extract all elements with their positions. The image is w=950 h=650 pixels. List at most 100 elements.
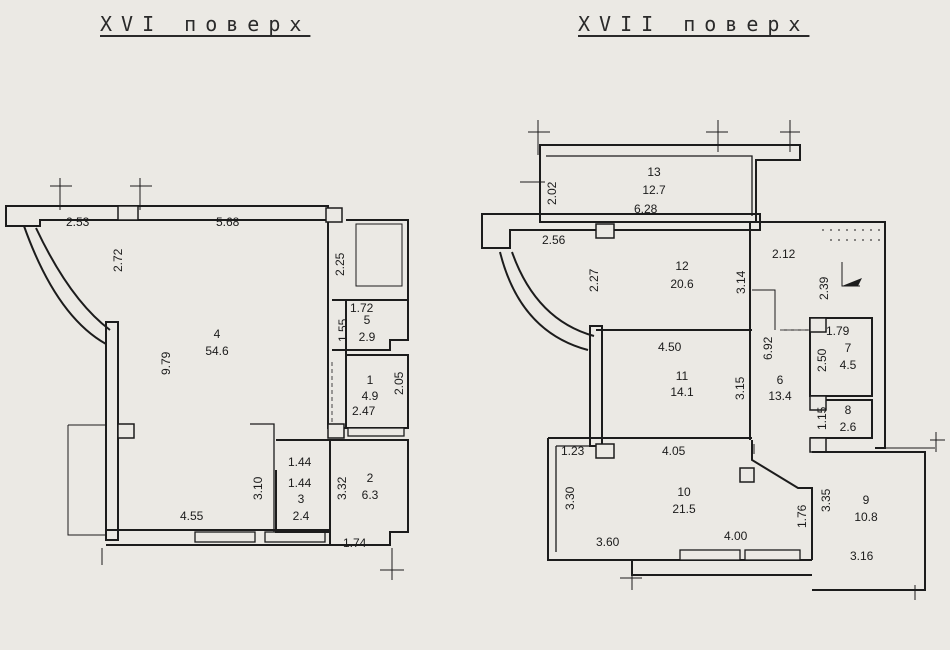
column	[117, 423, 135, 439]
dimension: 2.72	[111, 248, 125, 272]
dimension: 3.35	[819, 488, 833, 512]
dimension: 1.44	[288, 476, 312, 490]
dimension: 2.47	[352, 404, 376, 418]
axis-marks-bottom	[620, 432, 945, 600]
dimension: 3.30	[563, 486, 577, 510]
dimension: 1.76	[795, 504, 809, 528]
column	[327, 423, 345, 439]
bay-window-outer	[511, 251, 595, 337]
floor-16-title: XVI поверх	[100, 12, 311, 36]
room-10-inner	[555, 445, 596, 552]
stair-arrow-head-icon	[842, 278, 862, 286]
room-11-left-wall	[589, 325, 603, 447]
dimension: 1.79	[826, 324, 850, 338]
room-8-walls	[810, 399, 873, 439]
room-6-diagonal-wall	[751, 440, 813, 560]
dimension: 1.15	[815, 406, 829, 430]
room-13-inner	[546, 155, 753, 216]
dimension: 1.23	[561, 444, 585, 458]
dimension: 6.28	[634, 202, 658, 216]
dimension: 2.56	[542, 233, 566, 247]
room-2-walls	[329, 439, 409, 546]
top-wall	[5, 205, 329, 227]
room-area: 2.6	[840, 420, 857, 434]
partition	[250, 423, 275, 532]
dimension: 1.72	[350, 301, 374, 315]
room-number: 6	[777, 373, 784, 387]
bay-window-inner	[499, 251, 589, 351]
dimension: 2.02	[545, 181, 559, 205]
dimension: 9.79	[159, 351, 173, 375]
room-number: 8	[845, 403, 852, 417]
column	[739, 467, 755, 483]
dimension: 2.27	[587, 268, 601, 292]
room-7-walls	[809, 317, 873, 397]
room-area: 14.1	[670, 385, 694, 399]
dimension: 1.44	[288, 455, 312, 469]
partition-small	[752, 289, 810, 331]
room-number: 9	[863, 493, 870, 507]
room-area: 54.6	[205, 344, 229, 358]
hatch	[822, 229, 885, 241]
dimension: 2.25	[333, 252, 347, 276]
room-number: 3	[298, 492, 305, 506]
room-number: 4	[214, 327, 221, 341]
axis-marks-top	[50, 178, 152, 210]
dimension: 3.15	[733, 376, 747, 400]
room-area: 2.4	[293, 509, 310, 523]
room-area: 12.7	[642, 183, 666, 197]
room-9-walls	[812, 451, 926, 591]
floor-16-plan: 4 54.6 5 2.9 1 4.9 3 2.4 2 6.3 2.53 5.68…	[5, 178, 409, 580]
dimension: 2.12	[772, 247, 796, 261]
room-area: 20.6	[670, 277, 694, 291]
room-number: 5	[364, 313, 371, 327]
bay-window-inner	[23, 225, 107, 345]
window	[347, 427, 405, 437]
room-area: 2.9	[359, 330, 376, 344]
floor-17-plan: 13 12.7 12 20.6 11 14.1 6 13.4 7 4.5 8 2…	[481, 120, 945, 600]
axis-marks-top	[520, 120, 800, 183]
room-number: 13	[647, 165, 661, 179]
room-13-walls	[539, 144, 801, 223]
room-area: 13.4	[768, 389, 792, 403]
room-area: 4.5	[840, 358, 857, 372]
window	[264, 531, 326, 543]
column	[809, 395, 827, 411]
column	[595, 443, 615, 459]
room-area: 10.8	[854, 510, 878, 524]
dimension: 6.92	[761, 336, 775, 360]
room-number: 11	[676, 369, 689, 383]
dimension: 1.55	[336, 318, 350, 342]
column	[325, 207, 343, 223]
dimension: 4.55	[180, 509, 204, 523]
dimension: 2.50	[815, 348, 829, 372]
window	[194, 531, 256, 543]
room-3-walls	[275, 439, 331, 533]
dimension: 3.60	[596, 535, 620, 549]
bottom-wall	[631, 560, 812, 576]
dimension: 1.74	[343, 536, 367, 550]
bay-window-outer	[35, 227, 111, 331]
dimension: 3.14	[734, 270, 748, 294]
window	[679, 549, 741, 561]
dimension: 3.10	[251, 476, 265, 500]
dimension: 5.68	[216, 215, 240, 229]
right-wall	[756, 221, 886, 449]
room-5-walls	[332, 299, 409, 351]
room-number: 12	[675, 259, 689, 273]
left-balcony	[67, 424, 106, 536]
room-number: 10	[677, 485, 691, 499]
left-wall	[105, 321, 119, 541]
top-wall	[481, 213, 761, 249]
room-area: 21.5	[672, 502, 696, 516]
room-number: 7	[845, 341, 852, 355]
room-area: 6.3	[362, 488, 379, 502]
dimension: 4.05	[662, 444, 686, 458]
dimension: 2.53	[66, 215, 90, 229]
dimension: 2.05	[392, 371, 406, 395]
dimension: 2.39	[817, 276, 831, 300]
room-number: 2	[367, 471, 374, 485]
column	[809, 437, 827, 453]
